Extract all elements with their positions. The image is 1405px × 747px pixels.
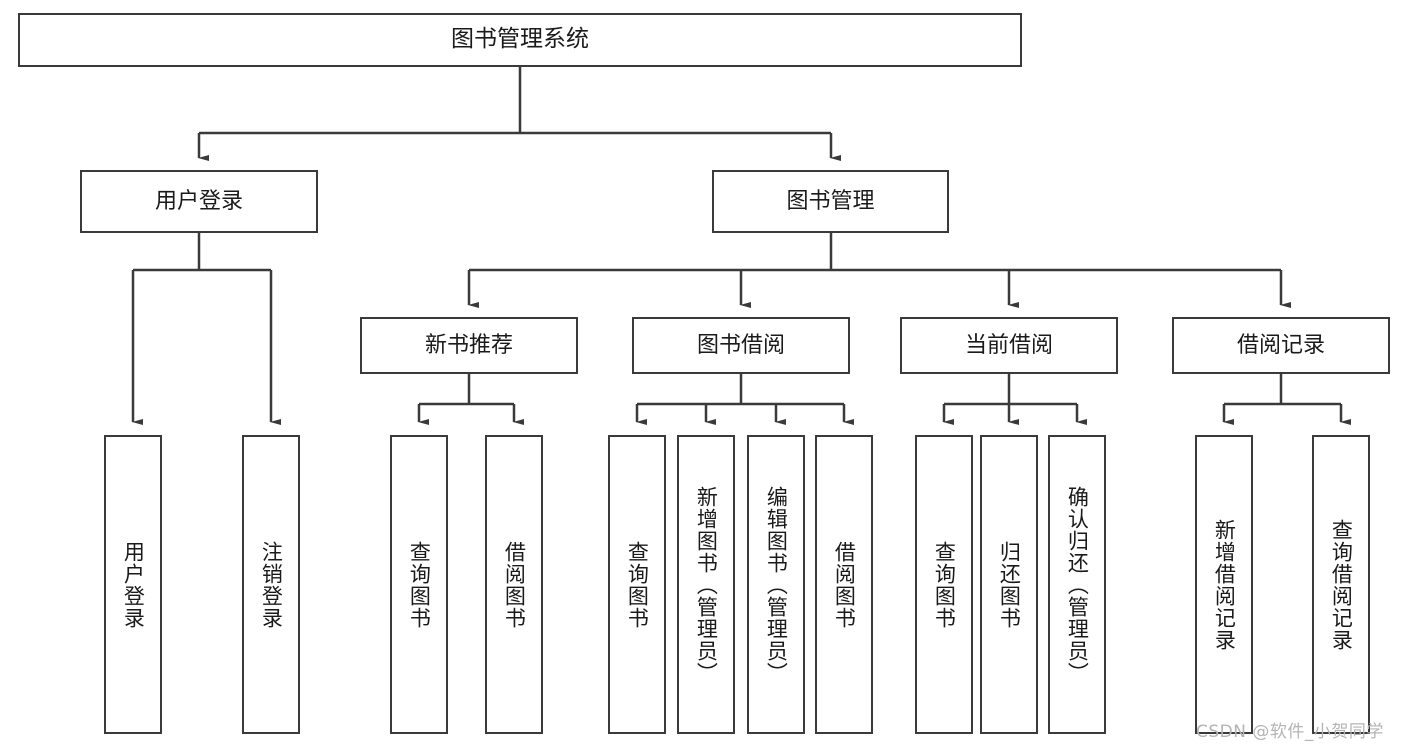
leaf-add-book[interactable]: 新增图书（管理员） [677,435,735,734]
leaf-user-login[interactable]: 用户登录 [104,435,162,734]
node-user-login-label: 用户登录 [154,188,243,214]
leaf-borrow-book-2[interactable]: 借阅图书 [815,435,873,734]
leaf-edit-book-label: 编辑图书（管理员） [764,485,789,684]
leaf-borrow-book-1[interactable]: 借阅图书 [485,435,543,734]
leaf-query-record[interactable]: 查询借阅记录 [1312,435,1370,734]
node-book-borrow[interactable]: 图书借阅 [632,317,850,374]
leaf-query-record-label: 查询借阅记录 [1329,518,1354,651]
leaf-return-book-label: 归还图书 [997,540,1022,629]
leaf-logout-login[interactable]: 注销登录 [242,435,300,734]
node-root-label: 图书管理系统 [451,26,589,53]
node-new-book-recommend[interactable]: 新书推荐 [360,317,578,374]
leaf-confirm-return-label: 确认归还（管理员） [1065,485,1090,684]
node-borrow-record[interactable]: 借阅记录 [1172,317,1390,374]
node-new-book-recommend-label: 新书推荐 [424,332,513,358]
node-root[interactable]: 图书管理系统 [18,13,1022,67]
leaf-user-login-label: 用户登录 [121,540,146,629]
leaf-query-book-2[interactable]: 查询图书 [608,435,666,734]
leaf-query-book-1-label: 查询图书 [407,540,432,629]
leaf-add-record[interactable]: 新增借阅记录 [1195,435,1253,734]
node-current-borrow-label: 当前借阅 [964,332,1053,358]
csdn-watermark: CSDN @软件_小贺同学 [1196,722,1384,742]
leaf-query-book-3-label: 查询图书 [932,540,957,629]
node-user-login[interactable]: 用户登录 [80,170,318,233]
leaf-add-record-label: 新增借阅记录 [1212,518,1237,651]
node-current-borrow[interactable]: 当前借阅 [900,317,1118,374]
leaf-query-book-3[interactable]: 查询图书 [915,435,973,734]
leaf-confirm-return[interactable]: 确认归还（管理员） [1048,435,1106,734]
leaf-logout-login-label: 注销登录 [259,540,284,629]
leaf-borrow-book-1-label: 借阅图书 [502,540,527,629]
node-book-manage[interactable]: 图书管理 [712,170,949,233]
leaf-return-book[interactable]: 归还图书 [980,435,1038,734]
node-book-borrow-label: 图书借阅 [696,332,785,358]
leaf-query-book-2-label: 查询图书 [625,540,650,629]
leaf-borrow-book-2-label: 借阅图书 [832,540,857,629]
leaf-edit-book[interactable]: 编辑图书（管理员） [747,435,805,734]
leaf-add-book-label: 新增图书（管理员） [694,485,719,684]
leaf-query-book-1[interactable]: 查询图书 [390,435,448,734]
node-borrow-record-label: 借阅记录 [1236,332,1325,358]
node-book-manage-label: 图书管理 [786,188,875,214]
